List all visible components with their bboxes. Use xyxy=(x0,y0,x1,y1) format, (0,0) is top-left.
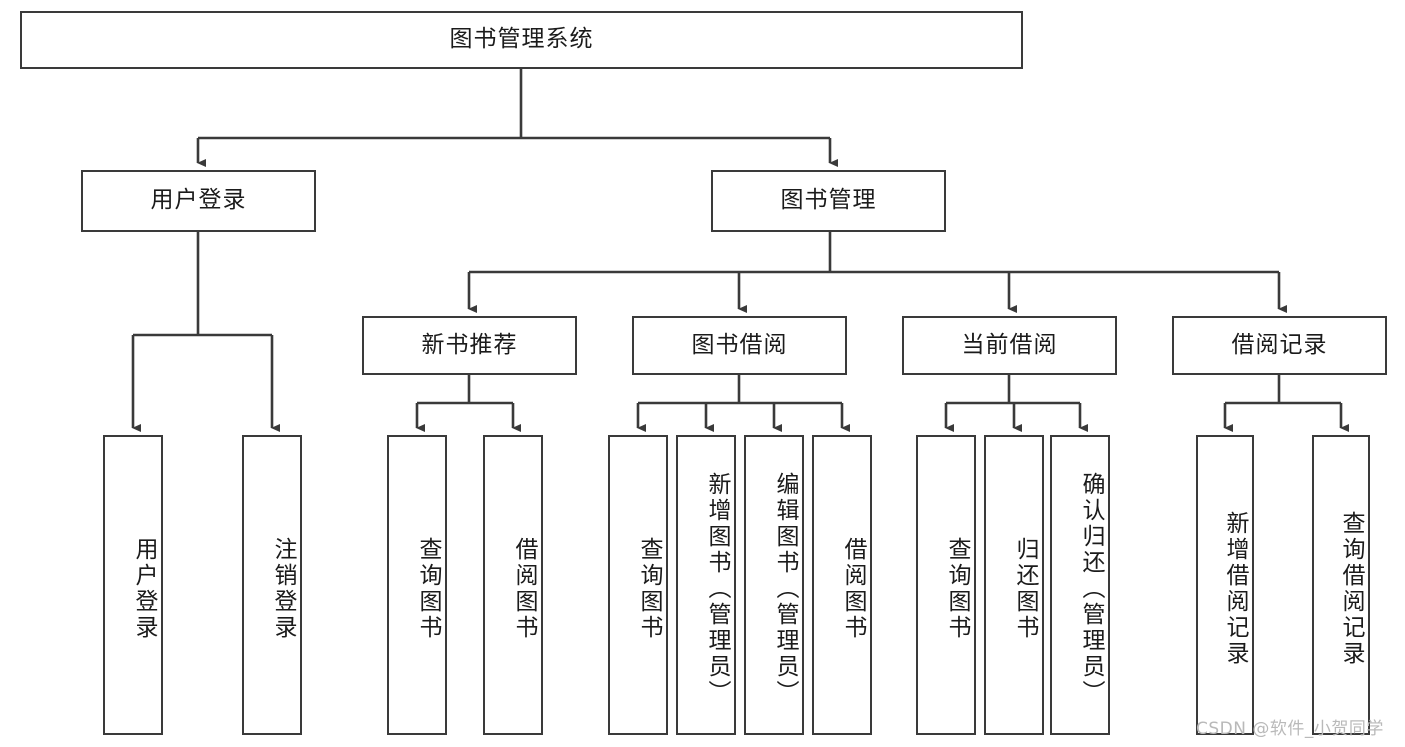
leaf-borrow-book-1[interactable]: 借阅图书 xyxy=(483,435,543,735)
leaf-return-book[interactable]: 归还图书 xyxy=(984,435,1044,735)
node-current-borrow[interactable]: 当前借阅 xyxy=(902,316,1117,375)
leaf-user-login[interactable]: 用户登录 xyxy=(103,435,163,735)
leaf-user-logout[interactable]: 注销登录 xyxy=(242,435,302,735)
leaf-confirm-return[interactable]: 确认归还（管理员） xyxy=(1050,435,1110,735)
node-borrow-record[interactable]: 借阅记录 xyxy=(1172,316,1387,375)
leaf-borrow-book-2[interactable]: 借阅图书 xyxy=(812,435,872,735)
leaf-add-record[interactable]: 新增借阅记录 xyxy=(1196,435,1254,735)
node-root-label: 图书管理系统 xyxy=(449,26,594,53)
leaf-query-book-2[interactable]: 查询图书 xyxy=(608,435,668,735)
leaf-return-book-label: 归还图书 xyxy=(1012,537,1038,641)
node-user-login[interactable]: 用户登录 xyxy=(81,170,316,232)
leaf-user-login-label: 用户登录 xyxy=(131,537,157,641)
node-book-borrow-label: 图书借阅 xyxy=(691,331,788,358)
csdn-watermark: CSDN @软件_小贺同学 xyxy=(1196,719,1384,739)
leaf-confirm-return-label: 确认归还（管理员） xyxy=(1078,472,1104,706)
node-user-login-label: 用户登录 xyxy=(150,187,247,214)
node-book-management[interactable]: 图书管理 xyxy=(711,170,946,232)
leaf-query-book-3-label: 查询图书 xyxy=(944,537,970,641)
leaf-add-book-label: 新增图书（管理员） xyxy=(704,472,730,706)
node-new-book-recommend[interactable]: 新书推荐 xyxy=(362,316,577,375)
node-book-borrow[interactable]: 图书借阅 xyxy=(632,316,847,375)
leaf-borrow-book-2-label: 借阅图书 xyxy=(840,537,866,641)
leaf-query-record[interactable]: 查询借阅记录 xyxy=(1312,435,1370,735)
leaf-user-logout-label: 注销登录 xyxy=(270,537,296,641)
leaf-edit-book[interactable]: 编辑图书（管理员） xyxy=(744,435,804,735)
node-book-management-label: 图书管理 xyxy=(780,187,877,214)
leaf-query-book-2-label: 查询图书 xyxy=(636,537,662,641)
leaf-query-book-1[interactable]: 查询图书 xyxy=(387,435,447,735)
leaf-edit-book-label: 编辑图书（管理员） xyxy=(772,472,798,706)
leaf-query-book-1-label: 查询图书 xyxy=(415,537,441,641)
leaf-add-record-label: 新增借阅记录 xyxy=(1222,511,1248,667)
leaf-query-book-3[interactable]: 查询图书 xyxy=(916,435,976,735)
node-root[interactable]: 图书管理系统 xyxy=(20,11,1023,69)
node-current-borrow-label: 当前借阅 xyxy=(961,331,1058,358)
node-borrow-record-label: 借阅记录 xyxy=(1231,331,1328,358)
leaf-add-book[interactable]: 新增图书（管理员） xyxy=(676,435,736,735)
leaf-query-record-label: 查询借阅记录 xyxy=(1338,511,1364,667)
node-new-book-recommend-label: 新书推荐 xyxy=(421,331,518,358)
leaf-borrow-book-1-label: 借阅图书 xyxy=(511,537,537,641)
